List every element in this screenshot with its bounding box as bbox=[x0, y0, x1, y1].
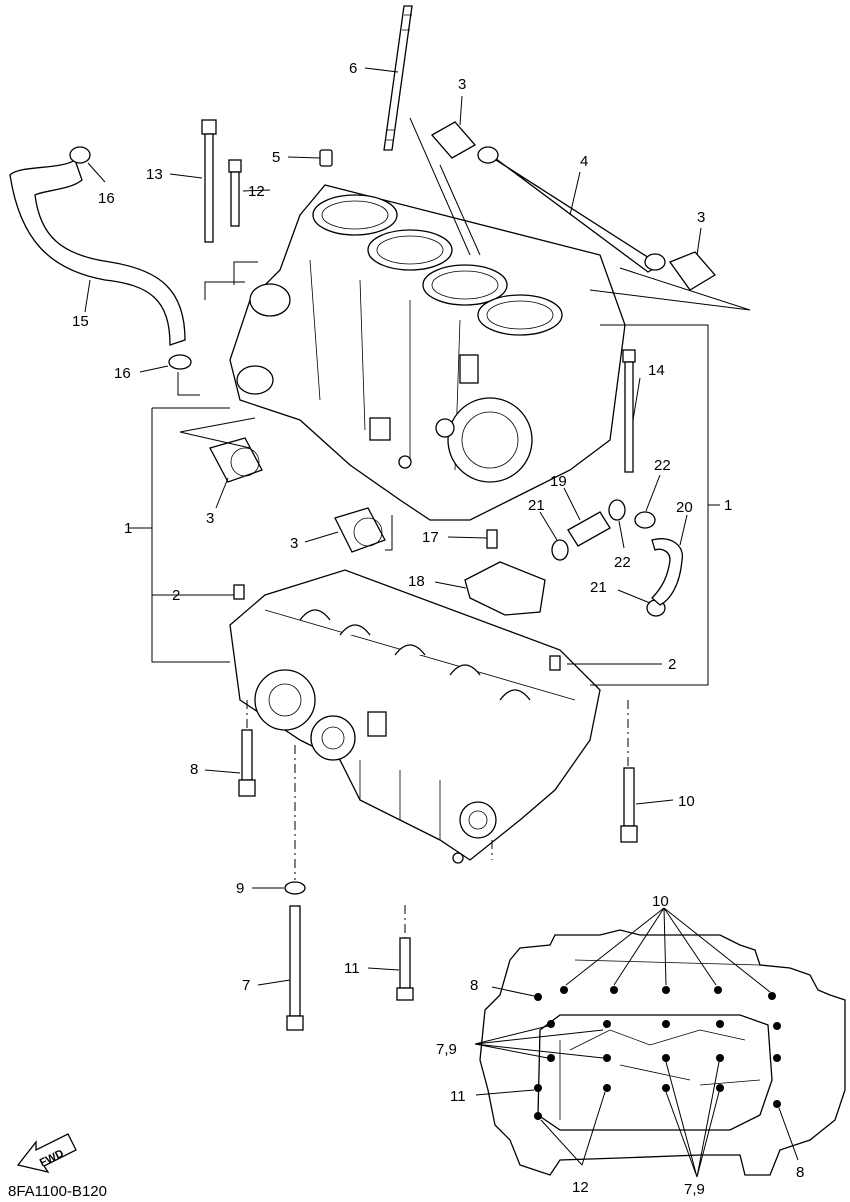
diagram-code: 8FA1100-B120 bbox=[8, 1183, 107, 1200]
pipe-with-dampers bbox=[430, 121, 716, 291]
bolt-8 bbox=[238, 729, 256, 797]
callout-9: 9 bbox=[236, 880, 244, 897]
circlip-lower bbox=[634, 511, 656, 529]
assembly-lines bbox=[128, 117, 751, 686]
lower-crankcase bbox=[229, 569, 601, 864]
callout-20: 20 bbox=[676, 499, 693, 516]
inset-callout-8: 8 bbox=[470, 977, 478, 994]
bolt-location-inset: 10 8 7,9 11 12 7,9 8 bbox=[436, 893, 846, 1198]
callout-19: 19 bbox=[550, 473, 567, 490]
callout-15: 15 bbox=[72, 313, 89, 330]
callout-1: 1 bbox=[124, 520, 132, 537]
damper-center bbox=[334, 507, 386, 553]
breather-hose bbox=[9, 158, 186, 346]
bolt-small bbox=[486, 529, 498, 549]
callout-8: 8 bbox=[190, 761, 198, 778]
callout-11: 11 bbox=[344, 960, 360, 977]
callout-2: 2 bbox=[668, 656, 676, 673]
hose-right bbox=[651, 538, 683, 606]
callout-4: 4 bbox=[580, 153, 588, 170]
inset-callout-8: 8 bbox=[796, 1164, 804, 1181]
callout-labels: 1 1 2 2 3 3 3 3 4 5 6 7 8 9 10 11 12 13 … bbox=[72, 60, 732, 994]
callout-14: 14 bbox=[648, 362, 665, 379]
o-ring-upper bbox=[551, 539, 569, 561]
inset-callout-11: 11 bbox=[450, 1088, 466, 1105]
callout-21: 21 bbox=[590, 579, 607, 596]
washer bbox=[284, 881, 306, 895]
callout-16: 16 bbox=[98, 190, 115, 207]
callout-22: 22 bbox=[654, 457, 671, 474]
bolt-10 bbox=[620, 767, 638, 843]
pipe-joint bbox=[464, 561, 546, 616]
dowel-right bbox=[549, 655, 561, 671]
callout-5: 5 bbox=[272, 149, 280, 166]
callout-7: 7 bbox=[242, 977, 250, 994]
callout-3: 3 bbox=[697, 209, 705, 226]
inset-callout-10: 10 bbox=[652, 893, 669, 910]
inset-callout-12: 12 bbox=[572, 1179, 589, 1196]
stud-bolt bbox=[383, 5, 413, 151]
callout-17: 17 bbox=[422, 529, 439, 546]
callout-22: 22 bbox=[614, 554, 631, 571]
hose-clamp-top bbox=[69, 146, 91, 164]
callout-16: 16 bbox=[114, 365, 131, 382]
dowel-pin bbox=[319, 149, 333, 167]
callout-3: 3 bbox=[458, 76, 466, 93]
bolt-11 bbox=[396, 937, 414, 1001]
callout-6: 6 bbox=[349, 60, 357, 77]
callout-1: 1 bbox=[724, 497, 732, 514]
inset-callout-7-9: 7,9 bbox=[436, 1041, 457, 1058]
leader-lines bbox=[84, 67, 702, 986]
circlip-upper bbox=[608, 499, 626, 521]
bolt-long bbox=[201, 119, 217, 243]
callout-3: 3 bbox=[290, 535, 298, 552]
callout-10: 10 bbox=[678, 793, 695, 810]
pipe-short bbox=[567, 511, 611, 547]
callout-21: 21 bbox=[528, 497, 545, 514]
hose-clamp-bottom bbox=[168, 354, 192, 370]
callout-12: 12 bbox=[248, 183, 265, 200]
callout-2: 2 bbox=[172, 587, 180, 604]
fwd-arrow-icon: FWD bbox=[16, 1133, 77, 1174]
damper-left bbox=[209, 437, 263, 483]
bolt-right bbox=[622, 349, 636, 473]
centerlines bbox=[246, 700, 629, 938]
callout-18: 18 bbox=[408, 573, 425, 590]
callout-3: 3 bbox=[206, 510, 214, 527]
bolt-short bbox=[228, 159, 242, 227]
bolt-7 bbox=[286, 905, 304, 1031]
dowel-left bbox=[233, 584, 245, 600]
upper-crankcase bbox=[229, 184, 626, 521]
inset-callout-7-9: 7,9 bbox=[684, 1181, 705, 1198]
callout-13: 13 bbox=[146, 166, 163, 183]
